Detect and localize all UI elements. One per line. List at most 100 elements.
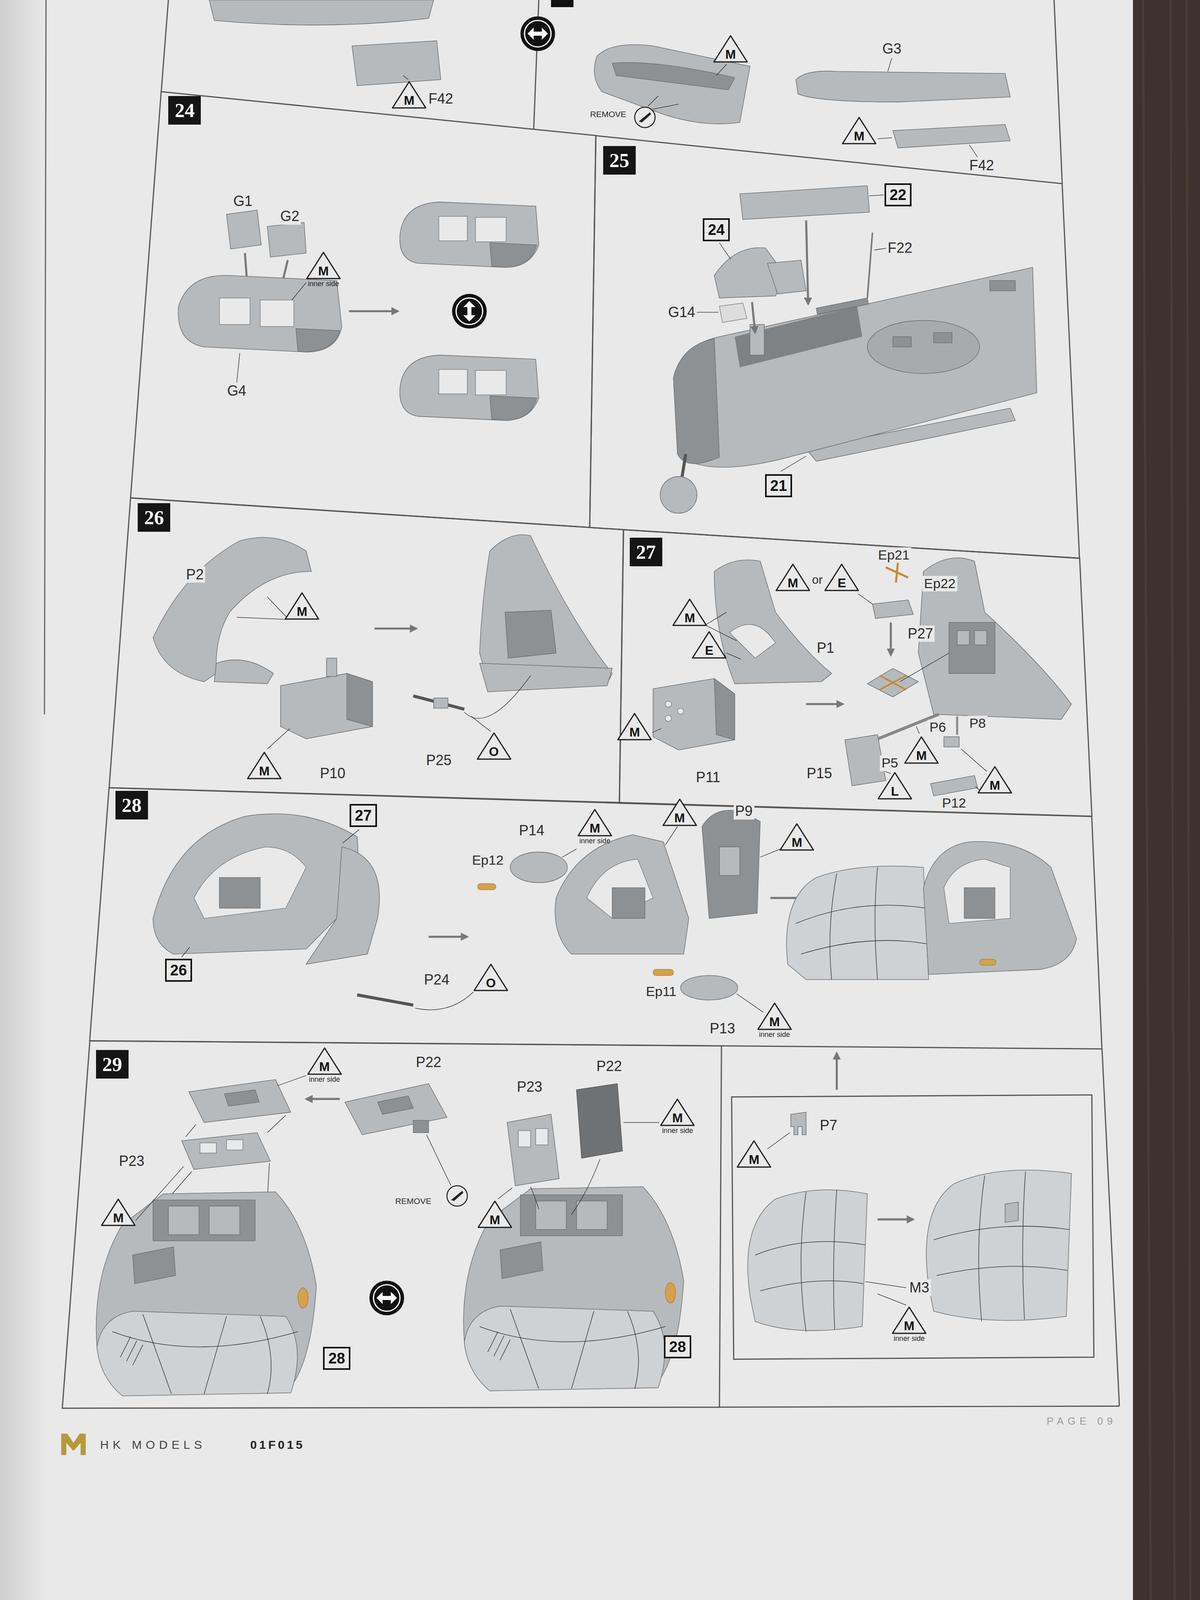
paint-code: M bbox=[775, 563, 811, 592]
step-29-parts bbox=[451, 1190, 464, 1202]
part-number: P2 bbox=[184, 566, 206, 583]
step-26-parts bbox=[433, 698, 449, 709]
part-number: P10 bbox=[318, 765, 347, 782]
canopy-inset-parts bbox=[865, 1281, 907, 1288]
panel-outline bbox=[589, 135, 1080, 559]
paint-triangle: Minner side bbox=[305, 251, 342, 288]
paint-triangle: M bbox=[841, 116, 877, 145]
step-25-parts bbox=[867, 232, 873, 299]
part-number: P8 bbox=[967, 715, 988, 732]
step-23-parts bbox=[887, 58, 892, 72]
paint-code: M bbox=[576, 808, 613, 837]
step-reference: 28 bbox=[328, 1348, 345, 1369]
step-28-parts bbox=[979, 959, 997, 966]
step-23-parts bbox=[796, 71, 1011, 102]
step-25-parts bbox=[739, 185, 870, 220]
part-number: Ep12 bbox=[470, 852, 505, 868]
step-28-parts bbox=[736, 994, 764, 1013]
step-number: 26 bbox=[137, 503, 171, 532]
paint-code: M bbox=[246, 751, 283, 780]
step-29-parts bbox=[530, 1186, 539, 1210]
step-24-parts bbox=[219, 298, 250, 325]
step-25-parts bbox=[780, 455, 806, 472]
kit-number: 01F015 bbox=[248, 1438, 307, 1452]
step-29-parts bbox=[507, 1114, 560, 1186]
paint-code: E bbox=[691, 630, 727, 660]
step-27-parts bbox=[651, 728, 662, 733]
subassembly-box: 24 bbox=[702, 218, 730, 242]
panel-border bbox=[130, 91, 597, 528]
canopy-inset-parts bbox=[755, 1189, 866, 1332]
step-24-parts bbox=[260, 300, 295, 327]
part-number: P1 bbox=[815, 639, 836, 656]
canopy-inset-parts bbox=[767, 1132, 791, 1149]
paint-triangle: M bbox=[903, 735, 940, 765]
paint-code: M bbox=[616, 712, 653, 741]
panel-border bbox=[589, 135, 1080, 559]
step-28-parts bbox=[653, 969, 674, 976]
paint-code: M bbox=[284, 591, 320, 621]
paint-triangle: M bbox=[284, 591, 320, 621]
step-27-parts bbox=[961, 748, 987, 772]
paint-triangle: Minner side bbox=[306, 1046, 343, 1084]
step-28-parts bbox=[923, 841, 1077, 975]
step-reference: 22 bbox=[889, 184, 907, 205]
step-29-parts bbox=[376, 1291, 397, 1304]
step-24-parts bbox=[178, 201, 539, 421]
step-29-parts bbox=[344, 1083, 447, 1135]
step-26-parts bbox=[267, 596, 287, 618]
part-number: G2 bbox=[278, 207, 301, 225]
panel-border bbox=[89, 787, 1102, 1049]
part-number: F22 bbox=[886, 239, 914, 256]
step-24-parts bbox=[348, 310, 398, 313]
part-number: P7 bbox=[818, 1117, 839, 1134]
step-23-parts bbox=[524, 20, 552, 47]
part-number: P23 bbox=[117, 1153, 147, 1170]
step-panel: 25222421 bbox=[589, 135, 1080, 559]
paint-triangle: M bbox=[671, 598, 708, 627]
step-24-parts bbox=[400, 355, 539, 421]
step-26-parts bbox=[505, 610, 557, 659]
paint-code: M bbox=[100, 1198, 137, 1227]
step-27-parts bbox=[872, 600, 914, 619]
step-23-parts bbox=[648, 96, 659, 107]
step-27-parts bbox=[885, 562, 909, 583]
step-29-parts bbox=[498, 1187, 513, 1199]
step-27-parts bbox=[900, 653, 949, 682]
step-27-parts bbox=[974, 630, 987, 645]
paint-note: inner side bbox=[576, 836, 613, 845]
step-29-parts bbox=[446, 1185, 468, 1206]
step-28-parts bbox=[680, 975, 738, 1000]
step-27-parts bbox=[805, 703, 843, 706]
part-number: P27 bbox=[905, 625, 935, 642]
paint-code: O bbox=[476, 731, 512, 761]
step-28-parts bbox=[964, 887, 995, 919]
part-number: Ep21 bbox=[876, 547, 912, 563]
part-number: Ep22 bbox=[922, 575, 958, 592]
step-28-parts bbox=[153, 810, 1077, 1013]
step-panel: 24Minner side bbox=[130, 91, 597, 528]
step-reference: 26 bbox=[170, 960, 187, 981]
step-27-parts bbox=[955, 716, 958, 735]
paint-triangle: M bbox=[391, 80, 427, 110]
step-26-parts bbox=[326, 658, 337, 677]
paint-code: M bbox=[306, 1046, 343, 1076]
step-24-parts bbox=[489, 396, 537, 421]
step-27-parts bbox=[677, 708, 684, 715]
paint-code: M bbox=[659, 1098, 696, 1127]
step-23-parts bbox=[969, 144, 978, 158]
step-26-parts bbox=[236, 617, 287, 620]
step-27-parts bbox=[867, 668, 919, 697]
paint-triangle: M bbox=[712, 34, 749, 64]
paint-code: M bbox=[661, 798, 698, 827]
step-number: 28 bbox=[115, 790, 149, 820]
step-29-parts bbox=[96, 1075, 684, 1396]
paint-triangle: Minner side bbox=[756, 1001, 793, 1039]
canopy-inset-parts bbox=[877, 1218, 914, 1221]
step-28-parts bbox=[586, 859, 654, 919]
step-25-parts bbox=[696, 311, 719, 313]
paint-code: M bbox=[903, 735, 940, 765]
step-27-parts bbox=[879, 675, 907, 690]
paint-triangle: M bbox=[976, 765, 1013, 795]
